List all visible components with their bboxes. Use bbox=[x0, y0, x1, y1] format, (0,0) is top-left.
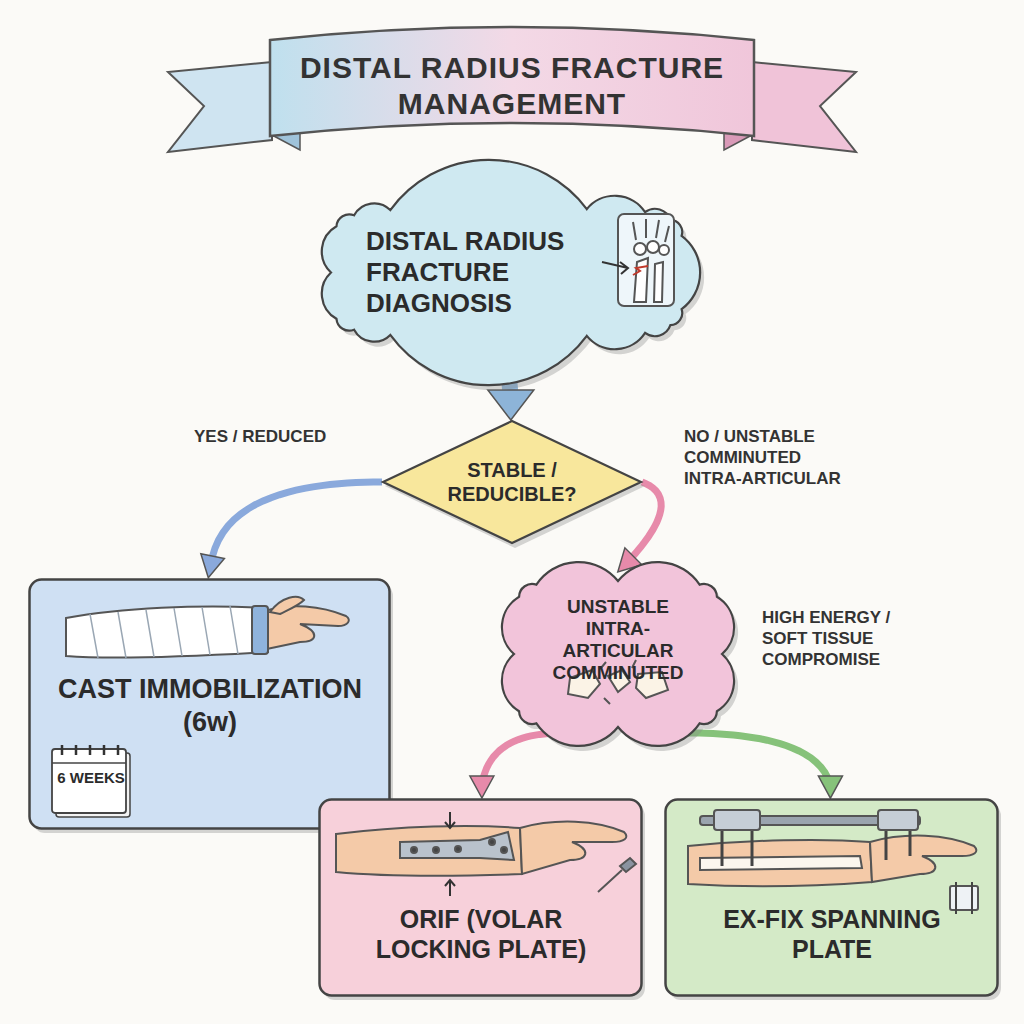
fragment bbox=[608, 670, 630, 692]
screw-hole bbox=[489, 839, 495, 845]
ribbon-tail bbox=[168, 62, 272, 152]
diamond-outline bbox=[383, 421, 641, 543]
clamp-frame bbox=[950, 886, 978, 910]
node-content: ORIF (VOLAR LOCKING PLATE) bbox=[340, 904, 622, 964]
hand bbox=[520, 822, 626, 874]
box-outline bbox=[320, 800, 642, 996]
orif-arm-illustration bbox=[336, 812, 636, 896]
cast-wrap bbox=[90, 606, 238, 658]
diagnosis-cloud: DISTAL RADIUS FRACTURE DIAGNOSIS bbox=[322, 200, 692, 345]
fracture-line bbox=[633, 266, 648, 275]
cloud-outline bbox=[502, 562, 734, 746]
box-outline bbox=[666, 800, 998, 996]
node-label: EX-FIX SPANNING PLATE bbox=[686, 904, 978, 964]
calendar-ring bbox=[89, 745, 92, 755]
pin-clamp bbox=[878, 810, 918, 830]
fixator-bar bbox=[700, 816, 920, 825]
node-content: UNSTABLE INTRA-ARTICULAR COMMINUTED bbox=[535, 596, 701, 684]
unstable-cloud: UNSTABLE INTRA-ARTICULAR COMMINUTED bbox=[505, 572, 731, 736]
radius-bone bbox=[634, 258, 648, 302]
node-label: DISTAL RADIUS FRACTURE DIAGNOSIS bbox=[366, 226, 597, 319]
node-label: ORIF (VOLAR LOCKING PLATE) bbox=[340, 904, 622, 964]
cast-arm-illustration bbox=[66, 597, 349, 658]
pin-clamp bbox=[714, 810, 760, 830]
locking-plate bbox=[400, 832, 514, 860]
xray-wrist-icon bbox=[602, 214, 674, 306]
ribbon-fold bbox=[724, 128, 752, 150]
ulna-bone bbox=[654, 262, 663, 302]
compression-arrow bbox=[445, 812, 455, 896]
shape-outline bbox=[318, 798, 644, 998]
calendar-label: 6 WEEKS bbox=[56, 769, 126, 787]
node-content: DISTAL RADIUS FRACTURE DIAGNOSIS bbox=[366, 226, 597, 319]
clamp-pins bbox=[956, 882, 972, 914]
edge-label: HIGH ENERGY / SOFT TISSUE COMPROMISE bbox=[758, 606, 936, 671]
calendar-ring bbox=[103, 745, 106, 755]
carpal-bone bbox=[634, 243, 646, 255]
treatment-box: CAST IMMOBILIZATION (6w) 6 WEEKS bbox=[28, 578, 392, 831]
box-outline bbox=[30, 580, 390, 829]
ribbon-band bbox=[270, 27, 754, 136]
cast bbox=[66, 606, 268, 657]
screw-hole bbox=[455, 846, 461, 852]
decision-diamond: STABLE / REDUCIBLE? bbox=[382, 420, 642, 544]
edge-label: YES / REDUCED bbox=[190, 425, 330, 448]
title-text: DISTAL RADIUS FRACTURE MANAGEMENT bbox=[292, 50, 732, 122]
fixator-pin bbox=[722, 812, 910, 866]
node-content: STABLE / REDUCIBLE? bbox=[382, 420, 642, 544]
fragment bbox=[636, 672, 668, 698]
hand bbox=[262, 606, 349, 650]
node-content: CAST IMMOBILIZATION (6w) 6 WEEKS bbox=[50, 673, 370, 817]
hand bbox=[870, 836, 976, 882]
finger-bone bbox=[633, 219, 669, 242]
calendar-ring bbox=[61, 745, 64, 755]
forearm bbox=[336, 826, 522, 876]
treatment-box: EX-FIX SPANNING PLATE bbox=[664, 798, 1000, 998]
node-label: CAST IMMOBILIZATION (6w) bbox=[50, 673, 370, 739]
connector-arrow bbox=[211, 482, 382, 565]
connector-arrow bbox=[482, 733, 562, 785]
calendar-bar bbox=[52, 762, 126, 764]
treatment-box: ORIF (VOLAR LOCKING PLATE) bbox=[318, 798, 644, 998]
crack-mark bbox=[601, 660, 636, 704]
forearm bbox=[688, 840, 872, 886]
connector-arrow bbox=[627, 482, 661, 563]
screw-hole bbox=[411, 847, 417, 853]
exfix-arm-illustration bbox=[688, 810, 978, 914]
shape-outline bbox=[664, 798, 1000, 998]
calendar-ring bbox=[117, 745, 120, 755]
clamp-icon bbox=[950, 882, 978, 914]
radius-bone bbox=[700, 856, 862, 870]
ribbon-tail bbox=[752, 62, 856, 152]
node-label: UNSTABLE INTRA-ARTICULAR COMMINUTED bbox=[535, 596, 701, 684]
calendar-ring bbox=[75, 745, 78, 755]
screw-hole bbox=[501, 847, 507, 853]
carpal-bone bbox=[647, 241, 659, 253]
xray-film bbox=[618, 214, 674, 306]
screwdriver bbox=[598, 858, 636, 892]
shape-outline bbox=[382, 420, 642, 544]
ribbon-fold bbox=[272, 128, 300, 150]
cloud-outline bbox=[322, 160, 700, 385]
thumb bbox=[270, 597, 304, 614]
calendar-icon: 6 WEEKS bbox=[50, 745, 132, 817]
pointer-arrow bbox=[602, 262, 628, 274]
node-content: EX-FIX SPANNING PLATE bbox=[686, 904, 978, 964]
connector-arrow bbox=[686, 733, 831, 785]
carpal-bone bbox=[659, 245, 669, 255]
bone-fragments bbox=[568, 660, 668, 704]
edge-label: NO / UNSTABLE COMMINUTED INTRA-ARTICULAR bbox=[680, 425, 858, 490]
calendar-page bbox=[52, 749, 126, 813]
cast-cuff bbox=[252, 606, 268, 654]
node-label: STABLE / REDUCIBLE? bbox=[437, 458, 587, 506]
fragment bbox=[568, 670, 600, 698]
screw-hole bbox=[433, 847, 439, 853]
